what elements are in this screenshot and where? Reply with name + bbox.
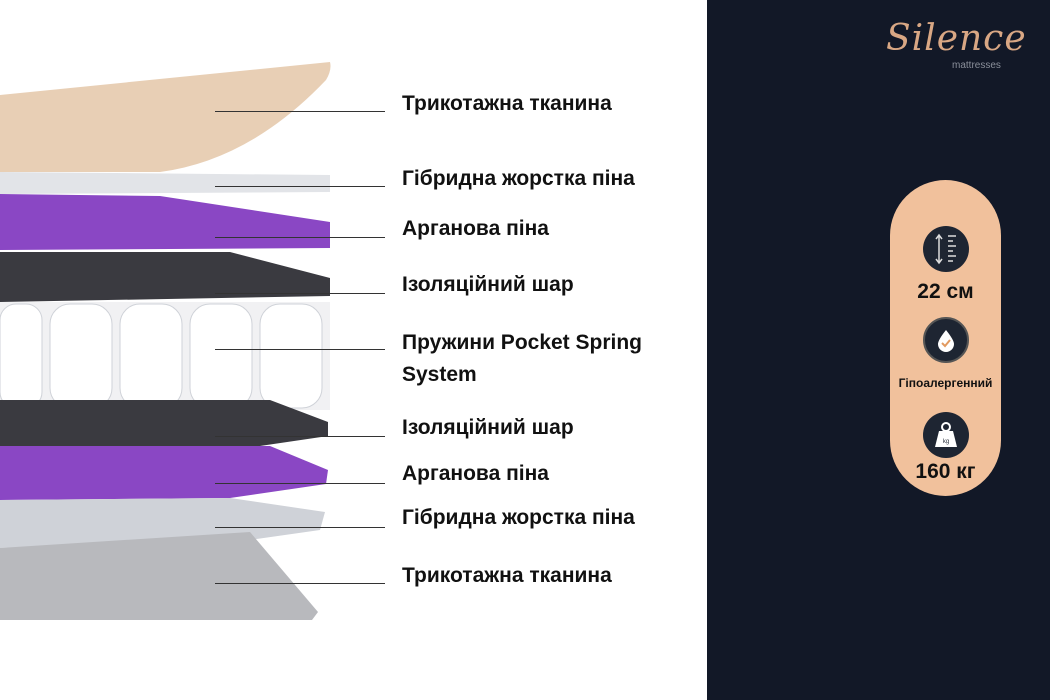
layer-argan-foam-bottom bbox=[0, 446, 328, 500]
height-value: 22 см bbox=[917, 280, 974, 303]
brand-name: Silence bbox=[886, 18, 1027, 59]
layer-label: Трикотажна тканина bbox=[402, 564, 612, 587]
brand-logo: Silence mattresses bbox=[886, 18, 1026, 78]
leader-line bbox=[215, 293, 385, 294]
brand-sub: mattresses bbox=[952, 60, 1001, 71]
layer-label: Арганова піна bbox=[402, 462, 549, 485]
layer-label: Ізоляційний шар bbox=[402, 273, 574, 296]
leader-line bbox=[215, 237, 385, 238]
mattress-layers-illustration bbox=[0, 62, 331, 620]
leader-line bbox=[215, 583, 385, 584]
layer-insulation-bottom bbox=[0, 400, 328, 446]
layer-label: Пружини Pocket Spring System bbox=[402, 331, 643, 386]
layer-label: Ізоляційний шар bbox=[402, 416, 574, 439]
leader-line bbox=[215, 111, 385, 112]
leader-line bbox=[215, 349, 385, 350]
specs-pill: 22 см Гіпоалергенний kg 160 кг bbox=[890, 180, 1001, 496]
layer-argan-foam-top bbox=[0, 194, 330, 250]
layer-label: Гібридна жорстка піна bbox=[402, 167, 635, 190]
svg-text:kg: kg bbox=[943, 439, 949, 445]
layer-label: Гібридна жорстка піна bbox=[402, 506, 635, 529]
pocket-springs bbox=[0, 302, 330, 410]
layer-top-fabric bbox=[0, 62, 331, 172]
leader-line bbox=[215, 527, 385, 528]
layer-label: Трикотажна тканина bbox=[402, 92, 612, 115]
layer-label: Арганова піна bbox=[402, 217, 549, 240]
leader-line bbox=[215, 483, 385, 484]
leader-line bbox=[215, 186, 385, 187]
leader-line bbox=[215, 436, 385, 437]
weight-kg-icon: kg bbox=[923, 412, 969, 458]
layer-insulation-top bbox=[0, 252, 330, 302]
layer-bottom-fabric bbox=[0, 532, 318, 620]
hypoallergenic-label: Гіпоалергенний bbox=[898, 376, 993, 390]
layer-hybrid-foam-top bbox=[0, 172, 330, 194]
height-ruler-icon bbox=[923, 226, 969, 272]
weight-value: 160 кг bbox=[915, 460, 976, 483]
hypoallergenic-badge-icon bbox=[923, 317, 969, 363]
